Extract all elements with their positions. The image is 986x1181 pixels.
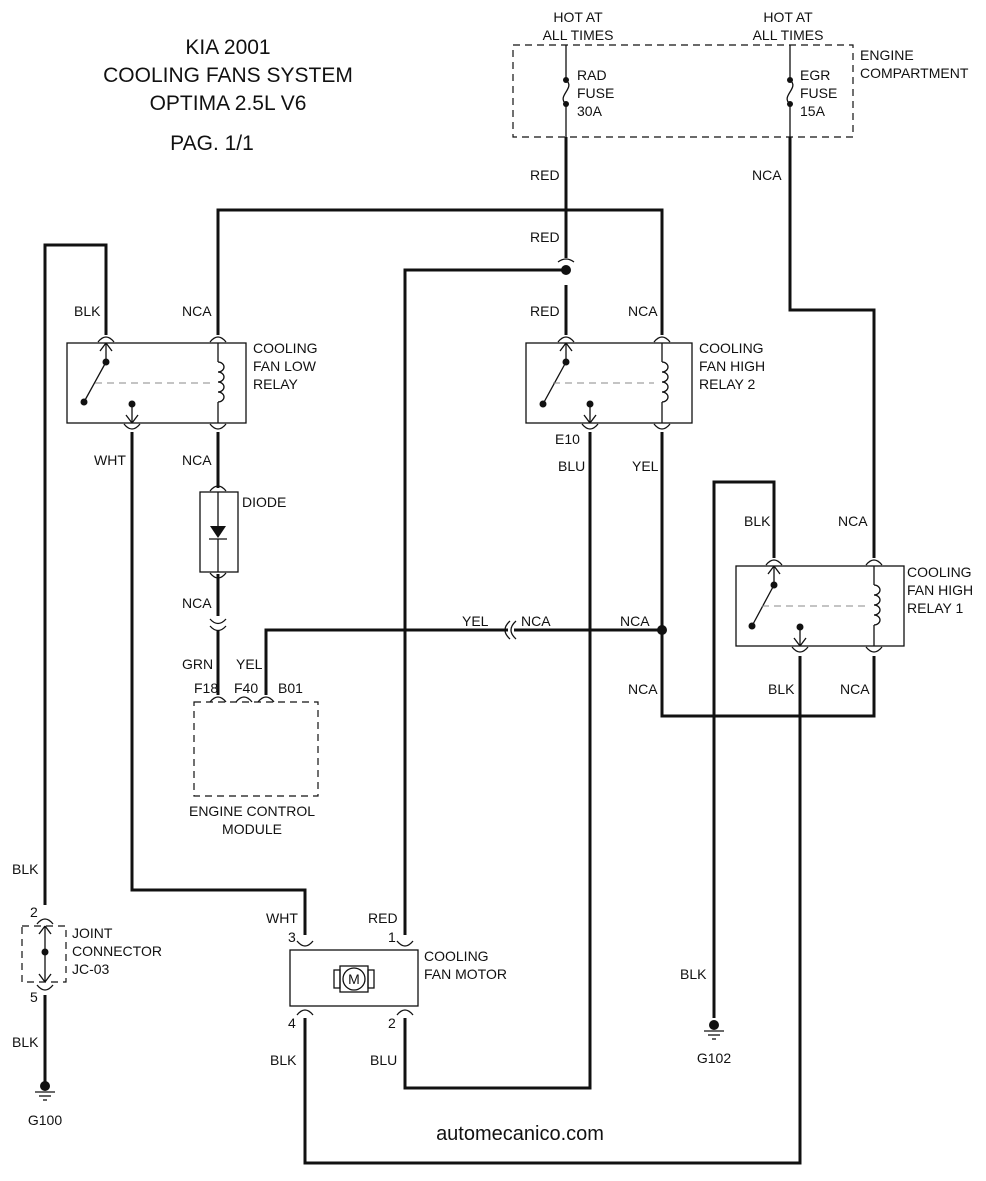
motor-pin-2: 2 (388, 1015, 396, 1031)
splice-red (561, 265, 571, 275)
ground-g100-label: G100 (28, 1112, 62, 1128)
egr-hot-line-2: ALL TIMES (753, 27, 824, 43)
egr-fuse: EGR FUSE 15A (786, 45, 837, 137)
rad-fuse-rating: 30A (577, 103, 603, 119)
joint-pin-top: 2 (30, 904, 38, 920)
ground-g102: G102 (697, 1020, 731, 1066)
wire-label: NCA (521, 613, 551, 629)
wire-label: RED (530, 229, 560, 245)
wire-label: RED (530, 167, 560, 183)
cooling-fan-high-relay-1: COOLING FAN HIGH RELAY 1 (735, 559, 973, 653)
wire-label: WHT (94, 452, 126, 468)
wire-label: NCA (840, 681, 870, 697)
rad-fuse-label-1: RAD (577, 67, 607, 83)
wire-label: WHT (266, 910, 298, 926)
pin-b01: B01 (278, 680, 303, 696)
title-line-2: COOLING FANS SYSTEM (103, 64, 353, 87)
red-inline-connector (557, 258, 575, 263)
motor-pin-3: 3 (288, 929, 296, 945)
joint-label-1: JOINT (72, 925, 113, 941)
diode: DIODE (199, 485, 286, 579)
wire-label: NCA (628, 681, 658, 697)
wire-label: GRN (182, 656, 213, 672)
high-relay-1-label-1: COOLING (907, 564, 972, 580)
pin-f40: F40 (234, 680, 258, 696)
low-relay-label-2: FAN LOW (253, 358, 317, 374)
wire-label: BLK (74, 303, 101, 319)
wire-label: BLU (558, 458, 585, 474)
egr-fuse-rating: 15A (800, 103, 826, 119)
ground-g100: G100 (28, 1081, 62, 1128)
title-line-3: OPTIMA 2.5L V6 (150, 92, 307, 115)
joint-label-3: JC-03 (72, 961, 110, 977)
motor-pin-1: 1 (388, 929, 396, 945)
wire-label: NCA (182, 452, 212, 468)
wire-label: YEL (462, 613, 489, 629)
ecm-label-2: MODULE (222, 821, 282, 837)
egr-fuse-label-1: EGR (800, 67, 830, 83)
egr-fuse-label-2: FUSE (800, 85, 837, 101)
egr-hot-line-1: HOT AT (763, 9, 813, 25)
pin-f18: F18 (194, 680, 218, 696)
wire-label: BLK (270, 1052, 297, 1068)
inline-connector (504, 620, 517, 640)
engine-control-module: F18 F40 B01 ENGINE CONTROL MODULE (189, 680, 319, 837)
motor-symbol: M (348, 971, 360, 987)
motor-pin-4: 4 (288, 1015, 296, 1031)
page-number: PAG. 1/1 (170, 132, 254, 155)
engine-compartment: HOT AT ALL TIMES HOT AT ALL TIMES ENGINE… (512, 9, 969, 138)
high-relay-2-label-1: COOLING (699, 340, 764, 356)
rad-hot-line-2: ALL TIMES (543, 27, 614, 43)
rad-fuse: RAD FUSE 30A (562, 45, 614, 137)
wire-label: NCA (182, 595, 212, 611)
title-block: KIA 2001 COOLING FANS SYSTEM OPTIMA 2.5L… (103, 36, 353, 155)
wire-label: NCA (752, 167, 782, 183)
cooling-fan-low-relay: COOLING FAN LOW RELAY (66, 336, 318, 430)
wire-label: RED (530, 303, 560, 319)
wire-label: NCA (628, 303, 658, 319)
high-relay-2-label-3: RELAY 2 (699, 376, 756, 392)
wire-label: BLK (744, 513, 771, 529)
wire-label: YEL (632, 458, 659, 474)
high-relay-1-label-2: FAN HIGH (907, 582, 973, 598)
compartment-label-2: COMPARTMENT (860, 65, 969, 81)
splice-yel (657, 625, 667, 635)
wire-label: NCA (620, 613, 650, 629)
watermark: automecanico.com (436, 1123, 604, 1145)
rad-fuse-label-2: FUSE (577, 85, 614, 101)
diode-bottom-connector (209, 618, 227, 632)
motor-label-1: COOLING (424, 948, 489, 964)
rad-hot-line-1: HOT AT (553, 9, 603, 25)
cooling-fan-high-relay-2: COOLING FAN HIGH RELAY 2 (525, 336, 765, 430)
wire-labels: RED NCA RED RED NCA BLK NCA WHT NCA NCA … (12, 167, 870, 1068)
compartment-label-1: ENGINE (860, 47, 914, 63)
wire-label: YEL (236, 656, 263, 672)
wire-label: BLK (768, 681, 795, 697)
cooling-fan-motor: M 3 1 4 2 COOLING FAN MOTOR (288, 929, 507, 1031)
wire-label: RED (368, 910, 398, 926)
diode-label: DIODE (242, 494, 286, 510)
title-line-1: KIA 2001 (185, 36, 270, 59)
joint-pin-bottom: 5 (30, 989, 38, 1005)
wire-label: E10 (555, 431, 580, 447)
wire-label: BLK (12, 1034, 39, 1050)
low-relay-label-3: RELAY (253, 376, 299, 392)
high-relay-2-label-2: FAN HIGH (699, 358, 765, 374)
ground-g102-label: G102 (697, 1050, 731, 1066)
low-relay-label-1: COOLING (253, 340, 318, 356)
wire-label: BLK (12, 861, 39, 877)
wire-label: NCA (182, 303, 212, 319)
wires (43, 137, 876, 1165)
high-relay-1-label-3: RELAY 1 (907, 600, 964, 616)
joint-connector: 2 5 JOINT CONNECTOR JC-03 (21, 904, 162, 1005)
wire-label: BLK (680, 966, 707, 982)
wire-label: BLU (370, 1052, 397, 1068)
wire-label: NCA (838, 513, 868, 529)
ecm-label-1: ENGINE CONTROL (189, 803, 315, 819)
motor-label-2: FAN MOTOR (424, 966, 507, 982)
joint-label-2: CONNECTOR (72, 943, 162, 959)
